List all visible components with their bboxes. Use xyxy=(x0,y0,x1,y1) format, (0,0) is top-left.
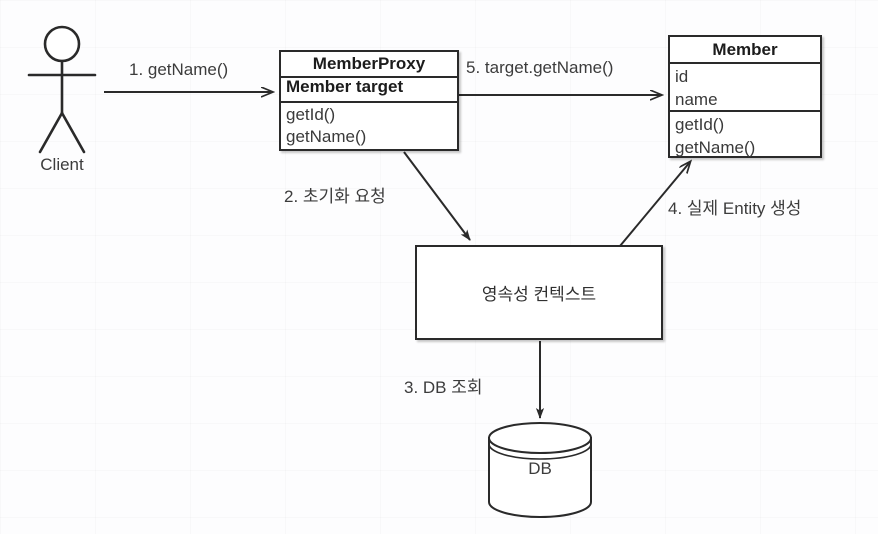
class-attribute: Member target xyxy=(286,78,404,96)
class-method: getId() xyxy=(675,115,725,134)
actor-stick-figure-icon xyxy=(27,25,97,154)
connector-edge-2 xyxy=(403,151,471,241)
class-box-member-proxy[interactable]: MemberProxy Member target getId() getNam… xyxy=(279,50,459,151)
database-cylinder-icon xyxy=(488,422,592,518)
class-box-member[interactable]: Member id name getId() getName() xyxy=(668,35,822,158)
persistence-context-label: 영속성 컨텍스트 xyxy=(481,285,597,304)
class-title-member-proxy: MemberProxy xyxy=(281,52,457,78)
database-label: DB xyxy=(528,459,552,478)
edge-label-2: 2. 초기화 요청 xyxy=(284,187,386,206)
actor-label: Client xyxy=(40,155,84,174)
class-method: getId() xyxy=(286,105,336,124)
edge-label-1: 1. getName() xyxy=(129,60,229,79)
edge-label-3: 3. DB 조회 xyxy=(404,378,483,397)
class-title-member: Member xyxy=(670,37,820,64)
edge-label-5: 5. target.getName() xyxy=(466,58,614,77)
class-attributes-member-proxy: Member target xyxy=(281,78,457,103)
class-method: getName() xyxy=(286,127,367,146)
class-attribute: id xyxy=(675,67,689,86)
class-attribute: name xyxy=(675,90,718,109)
class-attributes-member: id name xyxy=(670,64,820,112)
class-methods-member: getId() getName() xyxy=(670,112,820,158)
node-persistence-context[interactable]: 영속성 컨텍스트 xyxy=(415,245,663,340)
class-method: getName() xyxy=(675,138,756,157)
class-methods-member-proxy: getId() getName() xyxy=(281,103,457,149)
connector-edge-4 xyxy=(619,162,690,247)
edge-label-4: 4. 실제 Entity 생성 xyxy=(668,199,802,218)
